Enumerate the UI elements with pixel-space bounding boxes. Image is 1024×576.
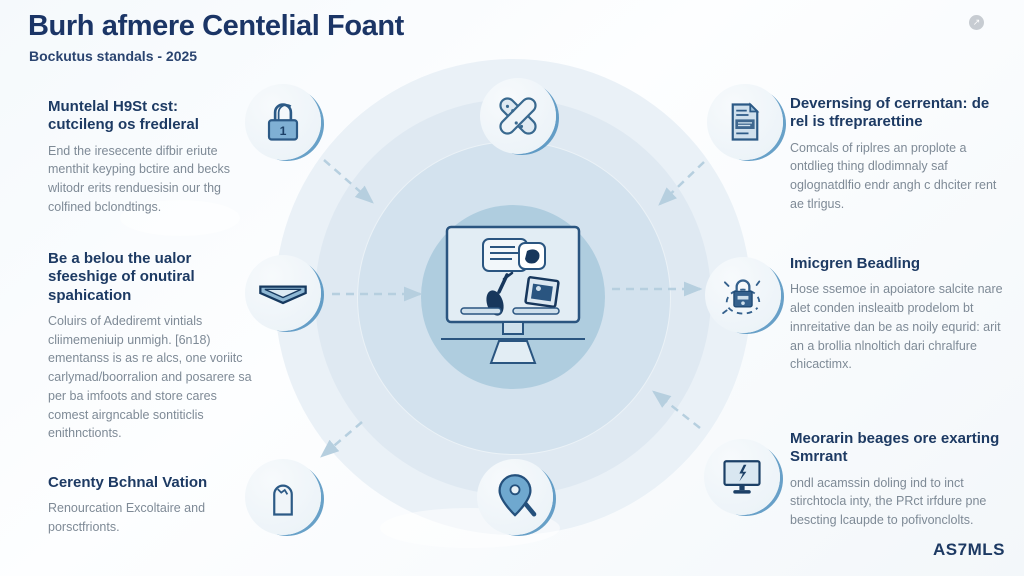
section-heading: Devernsing of cerrentan: de rel is tfrep… <box>790 95 990 131</box>
decorative-cloud <box>120 200 240 236</box>
section-top-left: Muntelal H9St cst: cutcileng os fredlera… <box>48 98 238 217</box>
icon-circle-top-center <box>480 78 556 154</box>
section-heading: Imicgren Beadling <box>790 255 921 272</box>
section-heading: Be a belou the ualor sfeeshige of onutir… <box>48 250 195 304</box>
monitor-bolt-icon <box>723 460 761 494</box>
icon-circle-middle-right <box>705 257 781 333</box>
section-body: Comcals of riplres an proplote a ontdlie… <box>790 140 997 211</box>
section-body: End the iresecente difbir eriute menthit… <box>48 143 231 214</box>
icon-circle-bottom-center <box>477 459 553 535</box>
section-bottom-left: Cerenty Bchnal Vation Renourcation Excol… <box>48 474 263 537</box>
tray-envelope-icon <box>259 285 307 305</box>
section-bottom-right: Meorarin beages ore exarting Smrrant ond… <box>790 430 1002 530</box>
lock-badge-number: 1 <box>280 124 287 138</box>
section-body: ondl acamssin doling ind to inct stircht… <box>790 475 987 528</box>
section-middle-left: Be a belou the ualor sfeeshige of onutir… <box>48 250 253 443</box>
page-subtitle: Bockutus standals - 2025 <box>29 48 198 64</box>
icon-circle-bottom-right <box>704 439 780 515</box>
icon-circle-middle-left <box>245 255 321 331</box>
icon-circle-top-right <box>707 84 783 160</box>
location-pin-icon <box>498 474 537 517</box>
rounded-paper-icon <box>273 484 293 516</box>
corner-share-button[interactable]: ↗ <box>969 15 984 30</box>
brand-logo: AS7MLS <box>933 540 1005 559</box>
padlock-1-icon: 1 <box>267 103 299 141</box>
section-body: Renourcation Excoltaire and porsctfriont… <box>48 501 206 535</box>
section-heading: Muntelal H9St cst: cutcileng os fredlera… <box>48 98 199 134</box>
document-icon <box>731 102 760 141</box>
crossed-bandages-icon <box>499 97 537 135</box>
section-body: Hose ssemoe in apoiatore salcite nare al… <box>790 282 1003 372</box>
section-heading: Meorarin beages ore exarting Smrrant <box>790 430 1000 466</box>
section-top-right: Devernsing of cerrentan: de rel is tfrep… <box>790 95 1002 214</box>
lock-sync-icon <box>722 279 761 315</box>
desktop-monitor-icon <box>441 225 585 364</box>
section-body: Coluirs of Adediremt vintials cliimemeni… <box>48 313 252 441</box>
section-middle-right: Imicgren Beadling Hose ssemoe in apoiato… <box>790 255 1008 374</box>
icon-circle-top-left: 1 <box>245 84 321 160</box>
section-heading: Cerenty Bchnal Vation <box>48 474 208 491</box>
arrow-up-right-icon: ↗ <box>972 17 981 27</box>
icon-circle-bottom-left <box>245 459 321 535</box>
page-title: Burh afmere Centelial Foant <box>28 10 404 42</box>
